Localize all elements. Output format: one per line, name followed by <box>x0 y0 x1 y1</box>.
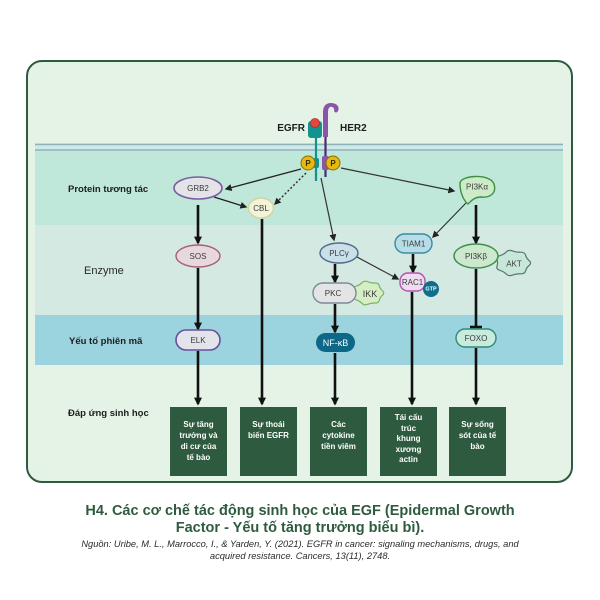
response-box-egfr-degradation: Sự thoái biến EGFR <box>240 407 297 476</box>
response-text-line: Các <box>331 420 346 429</box>
akt-label: AKT <box>506 260 522 269</box>
plcg-label: PLCγ <box>329 249 349 258</box>
node-cbl: CBL <box>247 197 275 219</box>
node-rac1: RAC1 <box>399 272 426 292</box>
node-grb2: GRB2 <box>173 176 223 200</box>
pi3ka-label: PI3Kα <box>466 183 488 192</box>
arrow-plcg-to-rac1 <box>356 256 400 280</box>
arrow-pi3ka-to-tiam1 <box>432 202 467 239</box>
response-text-line: trưởng và <box>179 431 218 440</box>
node-pi3kb: PI3Kβ <box>453 243 499 269</box>
node-elk: ELK <box>175 329 221 351</box>
rac1-label: RAC1 <box>402 278 424 287</box>
node-pkc: PKC <box>312 282 357 304</box>
node-gtp: GTP <box>423 281 439 297</box>
row-label-transcription: Yếu tố phiên mã <box>69 336 143 347</box>
figure-title-line: H4. Các cơ chế tác động sinh học của EGF… <box>85 503 515 519</box>
response-text-line: bào <box>470 442 485 451</box>
response-text-line: biến EGFR <box>248 431 289 440</box>
arrow-grb2-to-cbl <box>213 196 248 209</box>
response-box-proinflammatory-cytokines: Các cytokine tiền viêm <box>310 407 367 476</box>
response-text-line: Tái cấu <box>394 413 423 422</box>
row-label-protein: Protein tương tác <box>68 184 148 195</box>
cbl-label: CBL <box>253 204 269 213</box>
response-text-line: di cư của <box>180 442 217 451</box>
arrow-receptor-to-pi3ka <box>340 167 456 194</box>
her2-receptor-head <box>323 103 339 137</box>
node-foxo: FOXO <box>455 328 497 348</box>
response-text-line: xương <box>395 444 422 454</box>
response-text-line: Sự thoái <box>252 420 285 429</box>
response-text-line: sót của tế <box>458 431 497 440</box>
figure-source: Nguồn: Uribe, M. L., Marrocco, I., & Yar… <box>0 538 600 562</box>
phospho-left-icon <box>300 155 316 171</box>
egf-ligand <box>310 118 320 128</box>
row-label-enzyme: Enzyme <box>84 265 124 277</box>
response-text-line: Sự tăng <box>183 420 214 429</box>
node-plcg: PLCγ <box>319 242 359 264</box>
node-tiam1: TIAM1 <box>394 233 433 254</box>
figure-source-line: Nguồn: Uribe, M. L., Marrocco, I., & Yar… <box>81 539 519 549</box>
response-text-line: actin <box>399 455 418 464</box>
response-text-line: tiền viêm <box>321 442 356 451</box>
response-box-cell-survival: Sự sống sót của tế bào <box>449 407 506 476</box>
figure-source-line: acquired resistance. Cancers, 13(11), 27… <box>209 551 391 561</box>
phospho-right-label: P <box>330 159 336 168</box>
grb2-label: GRB2 <box>187 184 209 193</box>
foxo-label: FOXO <box>465 334 488 343</box>
membrane <box>35 143 563 151</box>
response-box-growth-migration: Sự tăng trưởng và di cư của tế bào <box>170 407 227 476</box>
figure-title-line: Factor - Yếu tố tăng trưởng biểu bì). <box>175 520 425 536</box>
gtp-label: GTP <box>425 287 437 293</box>
ikk-label: IKK <box>363 289 378 299</box>
elk-label: ELK <box>190 336 206 345</box>
arrow-receptor-to-grb2 <box>224 168 302 191</box>
tiam1-label: TIAM1 <box>402 240 426 249</box>
response-box-actin-remodeling: Tái cấu trúc khung xương actin <box>380 407 437 476</box>
node-nfkb: NF-κB <box>316 333 355 352</box>
phospho-left-label: P <box>305 159 311 168</box>
nfkb-label: NF-κB <box>323 338 349 348</box>
response-text-line: trúc <box>400 423 417 433</box>
node-pi3ka: PI3Kα <box>459 175 496 205</box>
egfr-label: EGFR <box>277 123 306 134</box>
figure-title: H4. Các cơ chế tác động sinh học của EGF… <box>0 503 600 537</box>
node-sos: SOS <box>175 244 221 268</box>
response-text-line: Sự sống <box>461 420 494 429</box>
her2-label: HER2 <box>340 123 367 134</box>
pkc-label: PKC <box>325 289 342 298</box>
arrow-receptor-to-cbl-dotted <box>274 172 307 205</box>
pi3kb-label: PI3Kβ <box>465 252 487 261</box>
arrow-receptor-to-plcg <box>320 177 337 242</box>
response-text-line: cytokine <box>322 431 355 440</box>
phospho-right-icon <box>325 155 341 171</box>
sos-label: SOS <box>190 252 207 261</box>
response-text-line: khung <box>396 434 421 443</box>
row-label-response: Đáp ứng sinh học <box>68 408 149 419</box>
response-text-line: tế bào <box>186 453 211 462</box>
